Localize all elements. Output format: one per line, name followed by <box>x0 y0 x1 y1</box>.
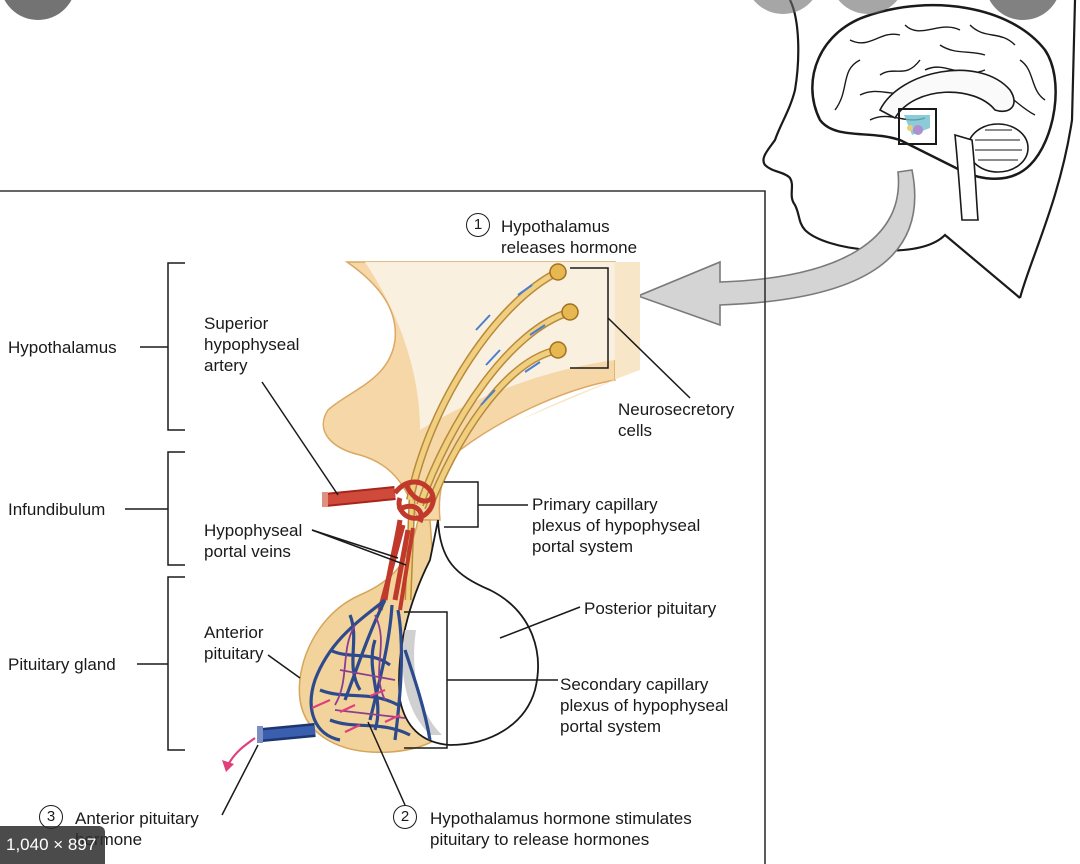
pituitary-gland <box>298 519 539 754</box>
label-anterior-pituitary: Anterior pituitary <box>204 623 264 663</box>
label-neurosecretory-cells: Neurosecretory cells <box>618 400 735 440</box>
label-hypophyseal-portal-veins: Hypophyseal portal veins <box>204 521 303 561</box>
zoom-arrow <box>635 169 916 327</box>
image-dimensions-badge: 1,040 × 897 <box>0 826 106 864</box>
label-superior-hypophyseal-artery: Superior hypophyseal artery <box>204 314 300 375</box>
secondary-capillary-plexus <box>309 598 432 742</box>
step-1-number: 1 <box>466 213 490 237</box>
label-posterior-pituitary: Posterior pituitary <box>584 599 717 618</box>
step-1-text: Hypothalamus releases hormone <box>501 217 638 257</box>
label-primary-capillary-plexus: Primary capillary plexus of hypophyseal … <box>532 495 701 556</box>
step-2-text: Hypothalamus hormone stimulates pituitar… <box>430 809 692 849</box>
leader-lines <box>125 262 691 816</box>
label-hypothalamus: Hypothalamus <box>8 338 117 357</box>
step-3-number: 3 <box>39 805 63 829</box>
hypophyseal-vein-out <box>222 723 316 772</box>
label-infundibulum: Infundibulum <box>8 500 106 519</box>
head-illustration <box>762 0 1077 299</box>
superior-hypophyseal-artery <box>322 486 396 507</box>
panel-frame <box>0 190 766 864</box>
step-2-number: 2 <box>393 805 417 829</box>
hypophyseal-portal-veins <box>377 524 415 611</box>
label-pituitary-gland: Pituitary gland <box>8 655 116 674</box>
label-secondary-capillary-plexus: Secondary capillary plexus of hypophysea… <box>560 675 729 736</box>
